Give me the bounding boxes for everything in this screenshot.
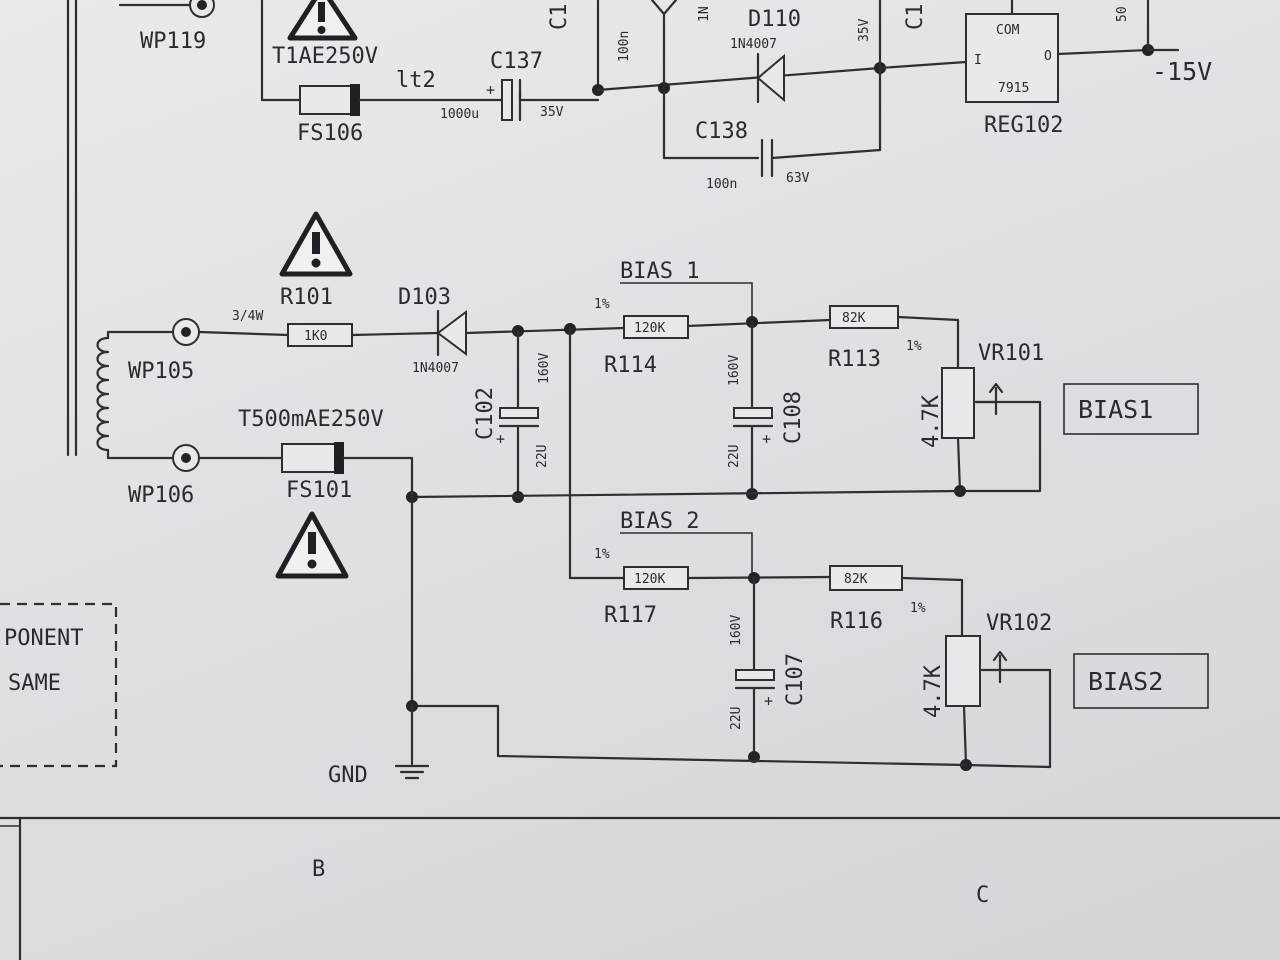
svg-text:+: + <box>486 81 495 99</box>
c107-value-label: 22U <box>729 707 744 730</box>
d110-diode <box>756 52 785 104</box>
r114-ref-label: R114 <box>604 353 657 378</box>
wp106-terminal <box>172 444 200 472</box>
c138-ref-label: C138 <box>695 119 748 144</box>
r116-ref-label: R116 <box>830 609 883 634</box>
r117-value-label: 120K <box>634 572 665 587</box>
c137-ref-label: C137 <box>490 49 543 74</box>
fs101-fuse <box>281 442 344 474</box>
wire-wp119-fs106 <box>260 0 302 102</box>
note-line-1: PONENT <box>4 626 83 651</box>
reg-out-label: O <box>1044 49 1052 64</box>
reg-ref-label: REG102 <box>984 113 1063 138</box>
c137-value-label: 1000u <box>440 107 479 122</box>
fs106-fuse <box>299 84 360 116</box>
voltage-35v-right-label: 35V <box>857 18 872 42</box>
fs106-ref-label: FS106 <box>297 121 363 146</box>
c108-voltage-label: 160V <box>727 355 742 386</box>
partial-1n-label: 1N <box>697 6 712 22</box>
vr101-potentiometer <box>941 367 1042 439</box>
bias-1-net-label: BIAS_1 <box>620 259 699 284</box>
warning-icon-upper <box>279 211 353 277</box>
vr101-ref-label: VR101 <box>978 341 1044 366</box>
bias2-box-label: BIAS2 <box>1088 667 1163 696</box>
wp105-terminal <box>172 318 200 346</box>
reg-in-label: I <box>974 53 982 68</box>
output-voltage-label: -15V <box>1152 57 1212 86</box>
r116-resistor <box>829 565 903 591</box>
vr101-value-label: 4.7K <box>919 394 944 448</box>
bias2-connector-box <box>1073 653 1209 709</box>
fs101-rating-label: T500mAE250V <box>238 407 384 432</box>
bias1-connector-box <box>1063 383 1199 435</box>
r114-value-label: 120K <box>634 321 665 336</box>
wire-lt2-label: lt2 <box>396 68 436 93</box>
gnd-icon <box>394 704 430 780</box>
cap-100n-top-label: 100n <box>617 31 632 62</box>
partial-50-label: 50 <box>1115 6 1130 22</box>
c-partial-right-label: C1 <box>903 4 928 31</box>
r101-value-label: 1K0 <box>304 329 327 344</box>
d110-part-label: 1N4007 <box>730 37 777 52</box>
svg-text:+: + <box>764 692 773 710</box>
c137-voltage-label: 35V <box>540 105 564 120</box>
c108-value-label: 22U <box>727 445 742 468</box>
d110-ref-label: D110 <box>748 7 801 32</box>
zone-b-label: B <box>312 857 325 882</box>
c102-voltage-label: 160V <box>537 353 552 384</box>
wp119-terminal <box>118 0 215 18</box>
vr102-potentiometer <box>945 635 1052 707</box>
reg102-regulator <box>965 0 1059 103</box>
wire-c138-left <box>662 86 760 160</box>
transformer-coil <box>96 336 110 452</box>
r113-ref-label: R113 <box>828 347 881 372</box>
warning-icon-lower <box>275 511 349 579</box>
d103-part-label: 1N4007 <box>412 361 459 376</box>
c107-voltage-label: 160V <box>729 615 744 646</box>
reg-com-label: COM <box>996 23 1020 38</box>
bias-section: WP105 WP106 1K0 R101 3/4W <box>96 211 1209 788</box>
r101-power-label: 3/4W <box>232 309 263 324</box>
r117-tol-label: 1% <box>594 547 610 562</box>
reg-part-label: 7915 <box>998 81 1029 96</box>
c138-capacitor <box>760 138 774 178</box>
r117-ref-label: R117 <box>604 603 657 628</box>
r113-tol-label: 1% <box>906 339 922 354</box>
vr102-ref-label: VR102 <box>986 611 1052 636</box>
vr102-value-label: 4.7K <box>921 664 946 718</box>
bias1-box-label: BIAS1 <box>1078 395 1153 424</box>
svg-text:+: + <box>496 430 505 448</box>
c102-ref-label: C102 <box>473 387 498 440</box>
r114-tol-label: 1% <box>594 297 610 312</box>
gnd-label: GND <box>328 763 368 788</box>
c102-value-label: 22U <box>535 445 550 468</box>
frame-zone-strip: B C <box>0 816 1280 960</box>
r101-ref-label: R101 <box>280 285 333 310</box>
wp106-label: WP106 <box>128 483 194 508</box>
c138-voltage-label: 63V <box>786 171 810 186</box>
c138-value-label: 100n <box>706 177 737 192</box>
d103-diode <box>436 309 467 357</box>
fs101-ref-label: FS101 <box>286 478 352 503</box>
partial-diode-top <box>650 0 678 16</box>
top-power-section: WP119 T1AE250V FS106 lt2 + C137 1000u 35… <box>66 0 1212 457</box>
note-box: PONENT SAME <box>0 602 118 768</box>
r116-value-label: 82K <box>844 572 868 587</box>
bias-2-net-label: BIAS_2 <box>620 509 699 534</box>
r116-tol-label: 1% <box>910 601 926 616</box>
svg-text:+: + <box>762 430 771 448</box>
r113-value-label: 82K <box>842 311 866 326</box>
warning-icon-top <box>287 0 358 41</box>
fs106-rating-label: T1AE250V <box>272 44 378 69</box>
d103-ref-label: D103 <box>398 285 451 310</box>
wp119-label: WP119 <box>140 29 206 54</box>
c-partial-left-label: C1 <box>547 4 572 31</box>
note-line-2: SAME <box>8 671 61 696</box>
wp105-label: WP105 <box>128 359 194 384</box>
zone-c-label: C <box>976 883 989 908</box>
c108-ref-label: C108 <box>781 391 806 444</box>
c107-ref-label: C107 <box>783 653 808 706</box>
